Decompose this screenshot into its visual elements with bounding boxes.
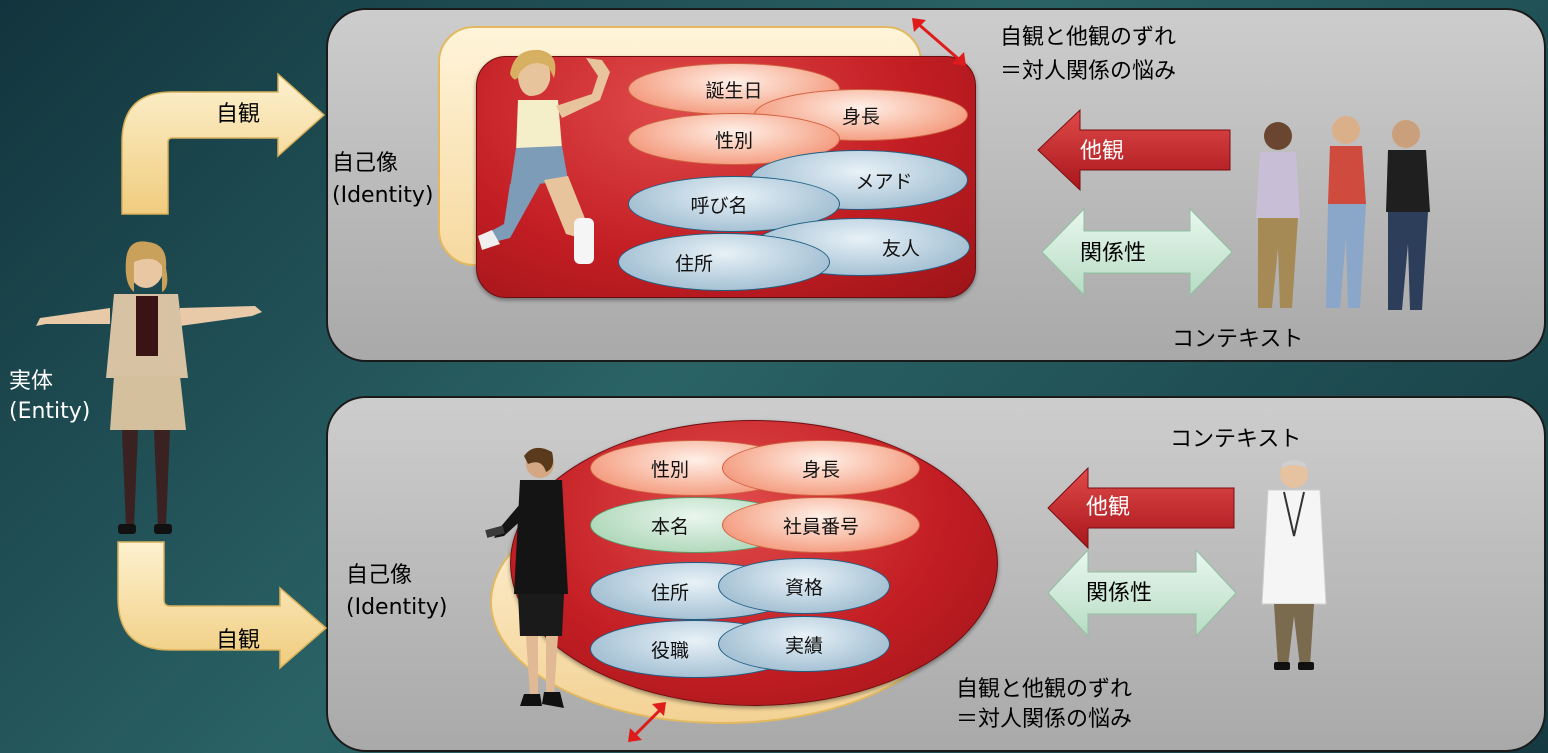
bottom-attr-employee-no: 社員番号 <box>722 497 920 553</box>
bottom-relation-label: 関係性 <box>1086 581 1153 606</box>
doctor-figure <box>1261 460 1327 670</box>
bottom-attr-height: 身長 <box>722 440 920 496</box>
bottom-identity-line1: 自己像 <box>346 563 413 588</box>
entity-label-line1: 実体 <box>9 369 54 394</box>
bottom-attr-qualification: 資格 <box>718 558 890 614</box>
top-other-view-arrow <box>1037 108 1231 192</box>
top-attr-address: 住所 <box>618 233 830 291</box>
entity-person-figure <box>36 241 262 534</box>
bottom-gap-marker-icon <box>628 702 666 742</box>
bottom-gap-line2: ＝対人関係の悩み <box>956 707 1133 732</box>
self-view-label-top: 自観 <box>216 102 261 127</box>
self-view-arrow-top <box>121 72 326 215</box>
top-other-view-label: 他観 <box>1080 139 1125 164</box>
bottom-relation-arrow <box>1047 548 1237 638</box>
self-view-arrow-bottom <box>117 541 328 670</box>
top-context-label: コンテキスト <box>1172 327 1304 352</box>
bottom-other-view-arrow <box>1047 466 1235 550</box>
bottom-gap-line1: 自観と他観のずれ <box>956 677 1133 702</box>
bottom-context-label: コンテキスト <box>1170 427 1302 452</box>
bottom-attr-achievement: 実績 <box>718 616 890 672</box>
top-gap-line1: 自観と他観のずれ <box>1000 25 1177 50</box>
self-view-label-bottom: 自観 <box>216 628 261 653</box>
top-gap-marker-icon <box>912 18 966 66</box>
top-gap-line2: ＝対人関係の悩み <box>1000 59 1177 84</box>
top-identity-line1: 自己像 <box>332 151 399 176</box>
top-identity-line2: (Identity) <box>332 183 434 208</box>
top-relation-label: 関係性 <box>1080 241 1147 266</box>
bottom-identity-line2: (Identity) <box>346 595 448 620</box>
context-group-figure <box>1256 116 1430 310</box>
bottom-other-view-label: 他観 <box>1086 495 1131 520</box>
business-person-figure <box>485 447 568 708</box>
jumping-person-figure <box>478 49 610 264</box>
top-relation-arrow <box>1041 207 1233 297</box>
entity-label-line2: (Entity) <box>9 399 91 424</box>
